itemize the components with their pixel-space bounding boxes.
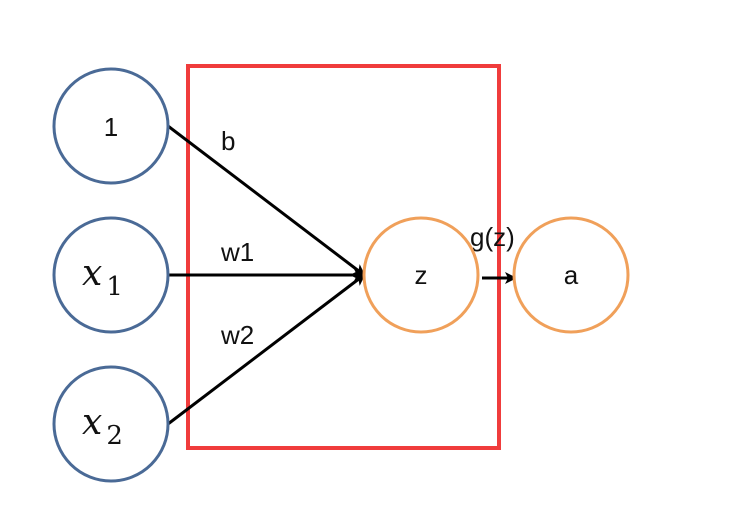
highlight-box <box>186 64 501 450</box>
neuron-node-z: z <box>362 216 480 334</box>
output-node-a-label: a <box>564 260 579 290</box>
edge-label-gz: g(z) <box>470 222 515 252</box>
edge-x2-to-z <box>167 273 366 426</box>
input-node-bias-label: 1 <box>104 112 118 142</box>
edge-label-b: b <box>221 126 235 156</box>
output-node-a: a <box>512 216 630 334</box>
edge-label-w1: w1 <box>220 237 254 267</box>
edge-label-w2: w2 <box>220 320 254 350</box>
neuron-node-z-label: z <box>415 260 428 290</box>
input-node-x1-symbol: x <box>82 253 102 294</box>
input-node-x2-subscript: 2 <box>106 421 123 451</box>
input-node-x1-subscript: 1 <box>106 272 123 302</box>
edge-bias-to-z <box>167 124 366 277</box>
input-node-x2-symbol: x <box>82 402 102 443</box>
input-node-bias: 1 <box>52 67 170 185</box>
